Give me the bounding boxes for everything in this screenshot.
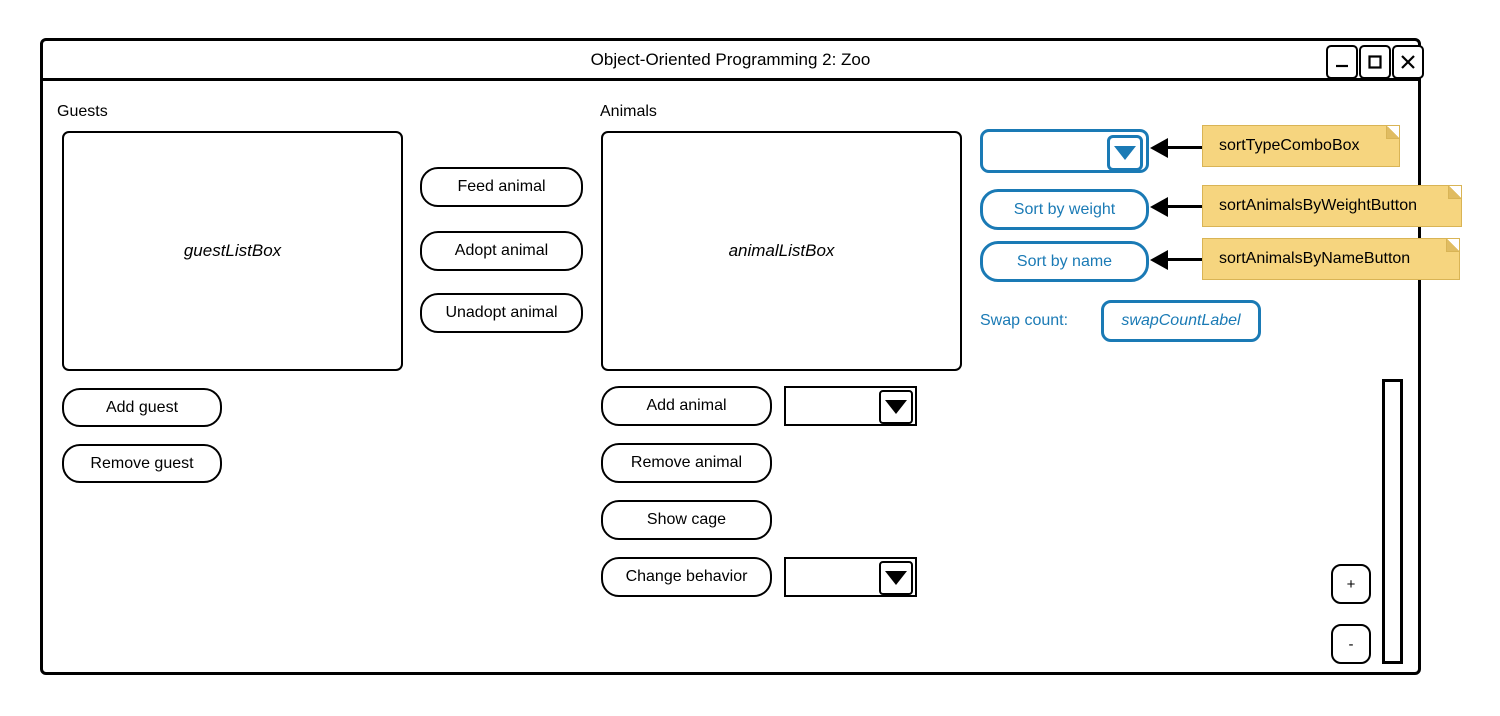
annotation-leader-line <box>1158 258 1208 261</box>
animals-section-label: Animals <box>600 103 657 120</box>
change-behavior-combo[interactable] <box>784 557 917 597</box>
sort-animals-by-name-button[interactable]: Sort by name <box>980 241 1149 282</box>
decrease-button[interactable]: - <box>1331 624 1371 664</box>
remove-guest-button[interactable]: Remove guest <box>62 444 222 483</box>
minimize-button[interactable] <box>1326 45 1358 79</box>
adopt-animal-button[interactable]: Adopt animal <box>420 231 583 271</box>
change-behavior-combo-arrow-button[interactable] <box>879 561 913 595</box>
annotation-note-sort-by-weight-button: sortAnimalsByWeightButton <box>1202 185 1462 227</box>
application-window: Object-Oriented Programming 2: Zoo Guest… <box>40 38 1424 675</box>
window-title: Object-Oriented Programming 2: Zoo <box>590 50 871 69</box>
swap-count-value: swapCountLabel <box>1101 300 1261 342</box>
annotation-note-sort-by-name-button: sortAnimalsByNameButton <box>1202 238 1460 280</box>
maximize-button[interactable] <box>1359 45 1391 79</box>
sort-type-combo-arrow-button[interactable] <box>1107 135 1143 171</box>
annotation-arrowhead <box>1150 250 1168 270</box>
sort-animals-by-weight-button[interactable]: Sort by weight <box>980 189 1149 230</box>
swap-count-label: Swap count: <box>980 312 1069 329</box>
close-icon <box>1401 55 1415 69</box>
add-animal-combo-arrow-button[interactable] <box>879 390 913 424</box>
show-cage-button[interactable]: Show cage <box>601 500 772 540</box>
add-guest-button[interactable]: Add guest <box>62 388 222 427</box>
remove-animal-button[interactable]: Remove animal <box>601 443 772 483</box>
unadopt-animal-button[interactable]: Unadopt animal <box>420 293 583 333</box>
annotation-arrowhead <box>1150 197 1168 217</box>
chevron-down-icon <box>885 571 907 585</box>
animal-list-box[interactable]: animalListBox <box>601 131 962 371</box>
minimize-icon <box>1336 64 1348 68</box>
guests-section-label: Guests <box>57 103 108 120</box>
increase-button[interactable]: + <box>1331 564 1371 604</box>
maximize-icon <box>1368 55 1382 69</box>
annotation-leader-line <box>1158 146 1208 149</box>
close-button[interactable] <box>1392 45 1424 79</box>
chevron-down-icon <box>885 400 907 414</box>
annotation-leader-line <box>1158 205 1208 208</box>
add-animal-button[interactable]: Add animal <box>601 386 772 426</box>
add-animal-combo[interactable] <box>784 386 917 426</box>
annotation-arrowhead <box>1150 138 1168 158</box>
sort-type-combo-box[interactable] <box>980 129 1149 173</box>
guest-list-box[interactable]: guestListBox <box>62 131 403 371</box>
title-bar: Object-Oriented Programming 2: Zoo <box>43 41 1418 81</box>
window-controls <box>1325 45 1424 79</box>
chevron-down-icon <box>1114 146 1136 160</box>
change-behavior-button[interactable]: Change behavior <box>601 557 772 597</box>
zoom-slider-track[interactable] <box>1382 379 1403 664</box>
feed-animal-button[interactable]: Feed animal <box>420 167 583 207</box>
annotation-note-sort-type-combo-box: sortTypeComboBox <box>1202 125 1400 167</box>
